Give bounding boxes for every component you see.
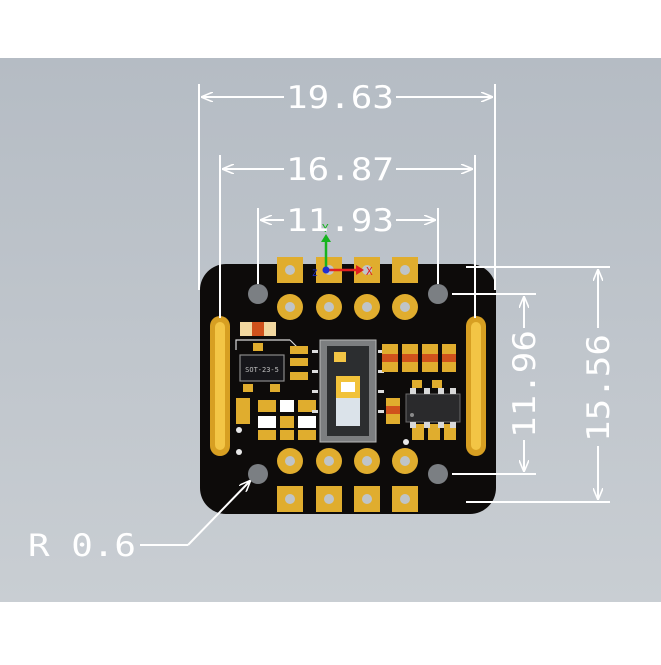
optical-sensor [319, 339, 377, 443]
mounting-hole-bottom-left [248, 464, 268, 484]
slot-width-label: 16.87 [286, 152, 394, 188]
sensor-side-ticks [312, 350, 384, 413]
top-square-pads [277, 257, 418, 283]
z-axis-label: Z [312, 269, 318, 279]
right-slot-inner [471, 322, 481, 450]
passive-pads-left [236, 346, 316, 455]
mounting-hole-top-right [428, 284, 448, 304]
mounting-hole-bottom-right [428, 464, 448, 484]
y-axis-label: Y [322, 222, 329, 235]
x-axis-label: X [366, 265, 373, 278]
sot23-chip: SOT-23-5 [235, 339, 299, 392]
passive-block-right [382, 344, 456, 445]
left-slot-inner [215, 322, 225, 450]
overall-height-label: 15.56 [581, 334, 617, 442]
bottom-round-pads [277, 448, 418, 474]
coordinate-axes-icon: Y X Z [312, 222, 373, 279]
pcb-board: SOT-23-5 [200, 257, 496, 514]
overall-width-label: 19.63 [286, 80, 394, 116]
dimension-labels: 19.63 16.87 11.93 11.96 15.56 R 0.6 [28, 80, 617, 564]
chip-label: SOT-23-5 [245, 366, 279, 374]
bottom-square-pads [277, 486, 418, 512]
hole-radius-label: R 0.6 [28, 528, 136, 564]
hole-spacing-x-label: 11.93 [286, 203, 394, 239]
top-round-pads [277, 294, 418, 320]
radius-leader-diagonal [187, 481, 250, 546]
soic-chip [405, 388, 461, 428]
resistor-top-left [240, 322, 276, 336]
mounting-hole-top-left [248, 284, 268, 304]
hole-spacing-y-label: 11.96 [507, 330, 543, 438]
dimension-lines [140, 84, 610, 546]
z-axis-dot [322, 266, 330, 274]
